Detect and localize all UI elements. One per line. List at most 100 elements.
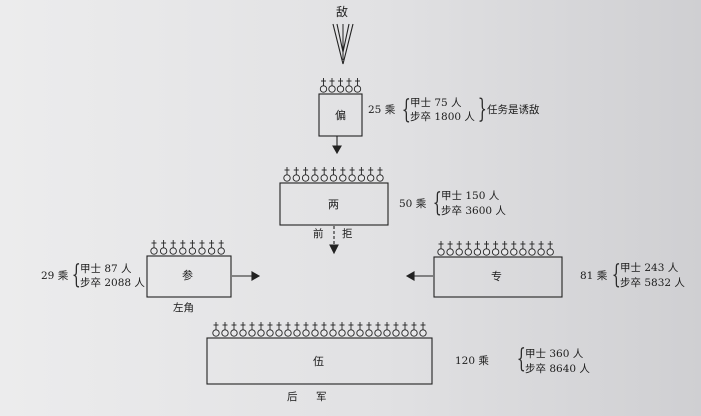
soldier-marker-wu	[410, 329, 418, 337]
soldier-marker-wu	[230, 329, 238, 337]
soldier-marker-can	[150, 247, 158, 255]
soldier-marker-can	[188, 247, 197, 255]
soldier-marker-wu	[392, 329, 400, 337]
soldier-marker-wu	[347, 329, 355, 337]
soldier-marker-pian	[336, 85, 345, 93]
unit-box-liang	[279, 182, 389, 226]
soldier-marker-wu	[221, 329, 229, 337]
soldier-marker-zhuan	[537, 248, 545, 256]
unit-box-can	[146, 255, 232, 298]
soldier-marker-wu	[374, 329, 382, 337]
chariots-liang: 50 乘	[399, 198, 427, 210]
soldier-marker-wu	[266, 329, 274, 337]
caption-liang-right: 拒	[342, 228, 353, 240]
chariots-can: 29 乘	[41, 270, 69, 282]
infantry-zhuan: 步卒 5832 人	[620, 277, 685, 289]
soldier-marker-pian	[328, 85, 336, 93]
soldier-marker-liang	[329, 174, 338, 182]
unit-box-pian	[318, 93, 363, 137]
soldier-marker-zhuan	[473, 248, 482, 256]
soldier-marker-zhuan	[501, 248, 509, 256]
soldier-marker-liang	[376, 174, 384, 182]
arrow-can-right	[251, 271, 261, 281]
soldier-marker-pian	[345, 85, 353, 93]
soldier-marker-zhuan	[446, 248, 454, 256]
soldier-marker-wu	[284, 329, 292, 337]
soldier-marker-wu	[257, 329, 265, 337]
soldier-marker-wu	[311, 329, 319, 337]
chariots-zhuan: 81 乘	[580, 270, 608, 282]
armored-liang: 甲士 150 人	[441, 190, 500, 202]
soldier-marker-liang	[367, 174, 375, 182]
caption-wu-right: 军	[316, 391, 327, 403]
soldier-marker-wu	[293, 329, 301, 337]
soldier-marker-can	[169, 247, 177, 255]
armored-pian: 甲士 75 人	[410, 97, 462, 109]
unit-name-wu: 伍	[313, 355, 324, 368]
soldier-marker-wu	[302, 329, 310, 337]
soldier-marker-pian	[319, 85, 328, 93]
soldier-marker-liang	[283, 174, 291, 182]
soldier-marker-wu	[356, 329, 364, 337]
brace-can: {	[71, 260, 81, 290]
infantry-liang: 步卒 3600 人	[441, 205, 506, 217]
soldier-marker-can	[198, 247, 206, 255]
soldier-marker-liang	[348, 174, 356, 182]
soldier-marker-liang	[320, 174, 328, 182]
unit-name-liang: 两	[328, 198, 339, 211]
unit-box-wu	[206, 337, 433, 385]
note-pian: 任务是诱敌	[487, 104, 540, 116]
arrow-pian-down	[332, 145, 342, 155]
soldier-marker-wu	[401, 329, 409, 337]
soldier-marker-wu	[212, 329, 220, 337]
soldier-marker-can	[207, 247, 216, 255]
soldier-marker-pian	[353, 85, 362, 93]
unit-box-zhuan	[433, 256, 563, 298]
soldier-marker-can	[179, 247, 187, 255]
soldier-marker-zhuan	[519, 248, 527, 256]
armored-can: 甲士 87 人	[80, 263, 132, 275]
armored-wu: 甲士 360 人	[525, 348, 584, 360]
caption-can: 左角	[173, 302, 194, 314]
soldier-marker-zhuan	[482, 248, 491, 256]
soldier-marker-zhuan	[491, 248, 500, 256]
enemy-label: 敌	[336, 5, 349, 19]
soldier-marker-wu	[320, 329, 328, 337]
arrow-liang-down	[329, 244, 339, 255]
unit-name-zhuan: 专	[491, 270, 502, 283]
soldier-marker-zhuan	[437, 248, 445, 256]
arrow-zhuan-left	[405, 271, 415, 281]
soldier-marker-can	[159, 247, 168, 255]
soldier-marker-zhuan	[546, 248, 554, 256]
infantry-pian: 步卒 1800 人	[410, 111, 475, 123]
soldier-marker-liang	[311, 174, 319, 182]
soldier-marker-wu	[338, 329, 346, 337]
brace-liang: {	[432, 188, 442, 218]
chariots-pian: 25 乘	[368, 104, 396, 116]
soldier-marker-liang	[357, 174, 366, 182]
soldier-marker-zhuan	[528, 248, 536, 256]
soldier-marker-wu	[365, 329, 373, 337]
brace-pian: {	[401, 95, 411, 125]
soldier-marker-wu	[248, 329, 256, 337]
soldier-marker-wu	[239, 329, 247, 337]
caption-liang-left: 前	[313, 228, 324, 240]
enemy-arrow	[332, 23, 354, 65]
soldier-marker-liang	[301, 174, 310, 182]
brace-zhuan: {	[611, 260, 621, 290]
unit-name-can: 参	[182, 269, 193, 282]
armored-zhuan: 甲士 243 人	[620, 262, 679, 274]
unit-name-pian: 偏	[335, 109, 346, 122]
soldier-marker-wu	[419, 329, 427, 337]
soldier-marker-zhuan	[455, 248, 463, 256]
soldier-marker-liang	[339, 174, 347, 182]
brace-pian-close: {	[477, 95, 487, 125]
soldier-marker-zhuan	[510, 248, 518, 256]
soldier-marker-can	[217, 247, 225, 255]
soldier-marker-liang	[292, 174, 300, 182]
soldier-marker-wu	[329, 329, 337, 337]
soldier-marker-wu	[275, 329, 283, 337]
caption-wu-left: 后	[287, 391, 298, 403]
soldier-marker-zhuan	[464, 248, 472, 256]
